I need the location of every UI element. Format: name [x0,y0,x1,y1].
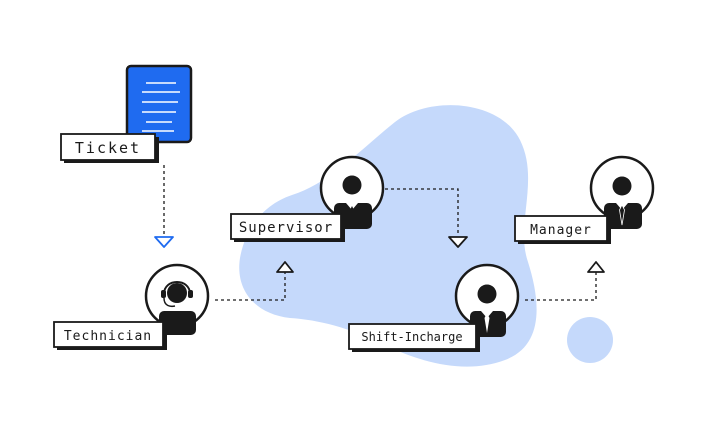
connector-technician-to-supervisor [215,261,294,301]
ticket-label: Ticket [75,139,141,157]
shift-incharge-label: Shift-Incharge [361,330,462,344]
arrowhead-down-icon [448,236,468,248]
headset-person-icon [144,263,210,335]
connector-supervisor-to-shift-incharge [385,188,468,248]
technician-node: Technician [53,263,210,350]
manager-label-box: Manager [514,215,611,244]
tie-person-icon [589,155,655,229]
document-icon [125,64,193,144]
arrowhead-up-icon [276,261,294,273]
ticket-label-box: Ticket [60,133,159,163]
arrowhead-down-icon [154,236,174,248]
arrowhead-up-icon [587,261,605,273]
shift-incharge-label-box: Shift-Incharge [348,323,480,352]
technician-label: Technician [64,329,152,344]
background-dot [567,317,613,363]
ticket-node: Ticket [60,64,193,163]
connector-ticket-to-technician [154,165,174,248]
manager-node: Manager [514,155,655,244]
supervisor-label: Supervisor [239,220,333,236]
shift-incharge-node: Shift-Incharge [348,263,520,352]
supervisor-node: Supervisor [230,155,385,242]
supervisor-label-box: Supervisor [230,213,345,242]
manager-label: Manager [530,223,592,238]
connector-shift-incharge-to-manager [525,261,605,301]
technician-label-box: Technician [53,321,167,350]
